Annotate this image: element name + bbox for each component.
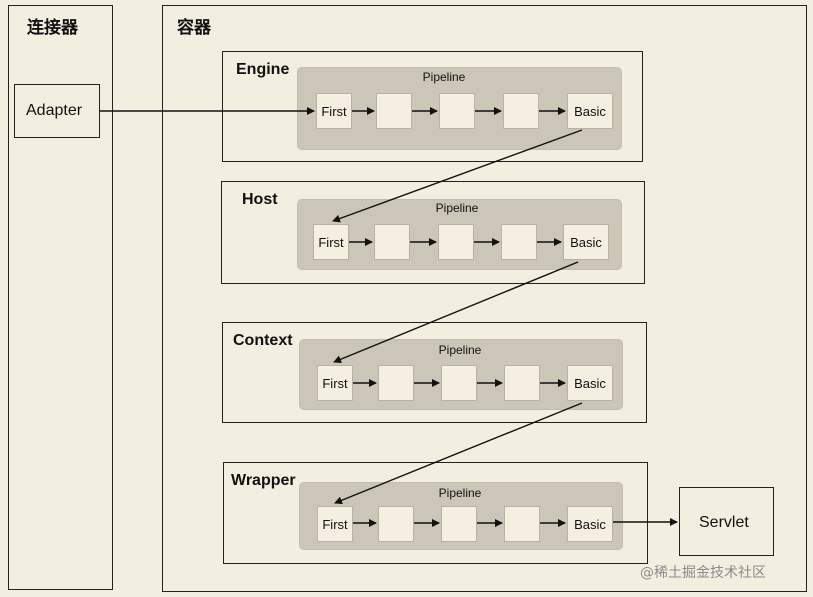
wrapper-valve-basic: Basic bbox=[567, 506, 613, 542]
context-valve-3 bbox=[441, 365, 477, 401]
engine-valve-3 bbox=[439, 93, 475, 129]
container-title: 容器 bbox=[177, 18, 211, 38]
context-label: Context bbox=[233, 332, 293, 349]
adapter-label: Adapter bbox=[26, 102, 83, 119]
container-panel bbox=[162, 5, 807, 592]
host-valve-4 bbox=[501, 224, 537, 260]
servlet-box bbox=[679, 487, 774, 556]
context-valve-basic: Basic bbox=[567, 365, 613, 401]
host-valve-2 bbox=[374, 224, 410, 260]
connector-panel bbox=[8, 5, 113, 590]
host-valve-first: First bbox=[313, 224, 349, 260]
wrapper-label: Wrapper bbox=[231, 472, 296, 489]
watermark: @稀土掘金技术社区 bbox=[640, 565, 766, 581]
engine-valve-2 bbox=[376, 93, 412, 129]
adapter-box bbox=[14, 84, 100, 138]
wrapper-valve-first: First bbox=[317, 506, 353, 542]
host-valve-basic: Basic bbox=[563, 224, 609, 260]
connector-title: 连接器 bbox=[27, 18, 78, 38]
wrapper-valve-3 bbox=[441, 506, 477, 542]
engine-valve-first: First bbox=[316, 93, 352, 129]
wrapper-pipeline-label: Pipeline bbox=[438, 486, 482, 500]
context-valve-4 bbox=[504, 365, 540, 401]
engine-pipeline-label: Pipeline bbox=[422, 70, 466, 84]
engine-label: Engine bbox=[236, 61, 290, 78]
host-pipeline-label: Pipeline bbox=[435, 201, 479, 215]
servlet-label: Servlet bbox=[699, 514, 749, 531]
wrapper-valve-2 bbox=[378, 506, 414, 542]
wrapper-valve-4 bbox=[504, 506, 540, 542]
context-pipeline-label: Pipeline bbox=[438, 343, 482, 357]
host-label: Host bbox=[242, 191, 278, 208]
engine-valve-4 bbox=[503, 93, 539, 129]
host-valve-3 bbox=[438, 224, 474, 260]
engine-valve-basic: Basic bbox=[567, 93, 613, 129]
context-valve-first: First bbox=[317, 365, 353, 401]
context-valve-2 bbox=[378, 365, 414, 401]
